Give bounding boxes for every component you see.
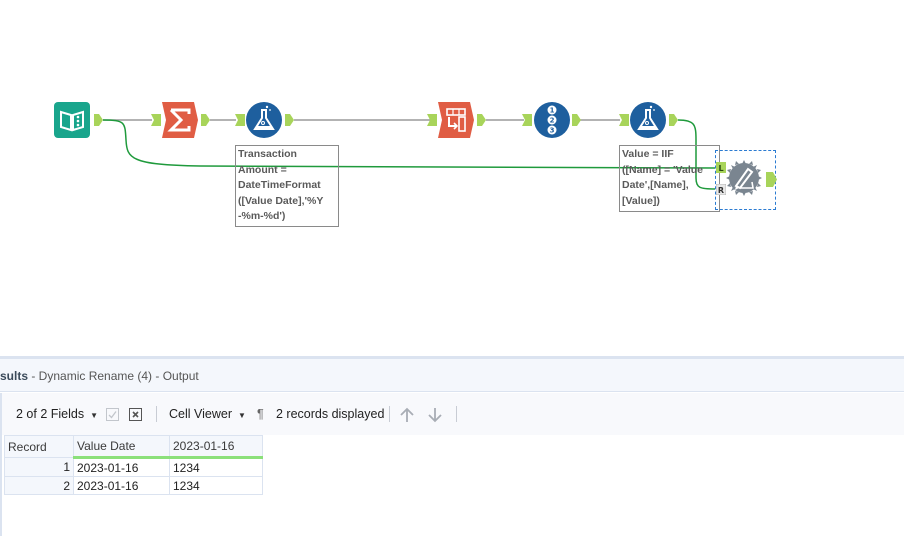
output-anchor[interactable] xyxy=(285,114,295,126)
output-anchor[interactable] xyxy=(477,114,487,126)
check-all-button[interactable] xyxy=(106,393,119,435)
workflow-canvas[interactable]: Transaction Amount = DateTimeFormat ([Va… xyxy=(0,0,904,357)
scroll-down-button[interactable] xyxy=(427,393,443,435)
input-anchor[interactable] xyxy=(619,114,629,126)
record-id-tool[interactable]: 1 2 3 xyxy=(534,102,570,138)
cell[interactable]: 1234 xyxy=(169,457,263,477)
summarize-tool[interactable] xyxy=(162,102,198,138)
dynamic-rename-tool[interactable] xyxy=(726,160,762,196)
numbered-list-icon: 1 2 3 xyxy=(534,102,570,138)
output-anchor[interactable] xyxy=(572,114,582,126)
wire-formula2-to-rename-right xyxy=(677,119,716,190)
transpose-tool[interactable] xyxy=(438,102,474,138)
checkbox-icon xyxy=(106,408,119,422)
records-displayed-label: 2 records displayed xyxy=(276,407,385,421)
pencil-gear-icon xyxy=(726,160,762,196)
scroll-up-button[interactable] xyxy=(399,393,415,435)
table-row[interactable]: 2 2023-01-16 1234 xyxy=(4,476,263,495)
cell-viewer-dropdown[interactable]: Cell Viewer ▼ xyxy=(169,393,246,435)
arrow-up-icon xyxy=(400,407,414,422)
x-box-icon xyxy=(129,408,142,422)
output-anchor[interactable] xyxy=(766,172,778,187)
record-number: 1 xyxy=(4,457,74,477)
formula-tool-2[interactable] xyxy=(630,102,666,138)
output-anchor[interactable] xyxy=(201,114,211,126)
connection-wires xyxy=(102,119,716,190)
left-input-anchor[interactable]: L xyxy=(716,162,726,173)
input-anchor[interactable] xyxy=(235,114,245,126)
right-input-anchor[interactable]: R xyxy=(716,184,726,195)
column-header-record[interactable]: Record xyxy=(4,435,74,458)
results-window: sults - Dynamic Rename (4) - Output 2 of… xyxy=(0,356,904,536)
table-row[interactable]: 1 2023-01-16 1234 xyxy=(4,457,263,477)
column-header-value-date[interactable]: Value Date xyxy=(73,435,170,459)
book-icon xyxy=(54,102,90,138)
arrow-down-icon xyxy=(428,407,442,422)
formula-1-annotation: Transaction Amount = DateTimeFormat ([Va… xyxy=(235,145,339,227)
toolbar-divider xyxy=(456,406,457,422)
chevron-down-icon: ▼ xyxy=(90,411,99,420)
svg-text:3: 3 xyxy=(550,127,555,135)
anchor-label-right: R xyxy=(718,186,724,195)
wire-input-to-rename-left xyxy=(102,119,716,169)
fields-label: 2 of 2 Fields xyxy=(16,407,85,421)
sigma-icon xyxy=(162,102,198,138)
column-header-2023-01-16[interactable]: 2023-01-16 xyxy=(169,435,263,459)
anchor-label-left: L xyxy=(718,164,723,173)
cell[interactable]: 2023-01-16 xyxy=(73,457,170,477)
input-anchor[interactable] xyxy=(427,114,437,126)
results-subtitle: - Dynamic Rename (4) - Output xyxy=(28,369,199,383)
svg-text:1: 1 xyxy=(550,107,555,115)
flask-icon xyxy=(246,102,282,138)
cell-viewer-label: Cell Viewer xyxy=(169,407,232,421)
input-anchor[interactable] xyxy=(522,114,532,126)
cell[interactable]: 2023-01-16 xyxy=(73,476,170,495)
record-number: 2 xyxy=(4,476,74,495)
input-tool[interactable] xyxy=(54,102,90,138)
results-grid[interactable]: Record Value Date 2023-01-16 1 2023-01-1… xyxy=(0,435,904,536)
formula-2-annotation: Value = IIF ([Name] = 'Value Date',[Name… xyxy=(619,145,720,212)
results-table: Record Value Date 2023-01-16 1 2023-01-1… xyxy=(4,435,263,495)
input-anchor[interactable] xyxy=(151,114,161,126)
output-anchor[interactable] xyxy=(669,114,679,126)
results-title: sults xyxy=(0,369,29,383)
output-anchor[interactable] xyxy=(94,114,104,126)
toolbar-divider xyxy=(156,406,157,422)
results-toolbar: 2 of 2 Fields ▼ Cell Viewer ▼ ¶ 2 records … xyxy=(0,393,904,435)
flask-icon xyxy=(630,102,666,138)
fields-dropdown[interactable]: 2 of 2 Fields ▼ xyxy=(16,393,98,435)
pilcrow-icon[interactable]: ¶ xyxy=(257,407,264,421)
cell[interactable]: 1234 xyxy=(169,476,263,495)
toolbar-divider xyxy=(389,406,390,422)
formula-tool-1[interactable] xyxy=(246,102,282,138)
svg-text:2: 2 xyxy=(550,117,555,125)
chevron-down-icon: ▼ xyxy=(238,411,246,420)
uncheck-all-button[interactable] xyxy=(129,393,142,435)
transpose-icon xyxy=(438,102,474,138)
table-header-row: Record Value Date 2023-01-16 xyxy=(4,435,263,459)
results-title-bar: sults - Dynamic Rename (4) - Output xyxy=(0,356,904,392)
